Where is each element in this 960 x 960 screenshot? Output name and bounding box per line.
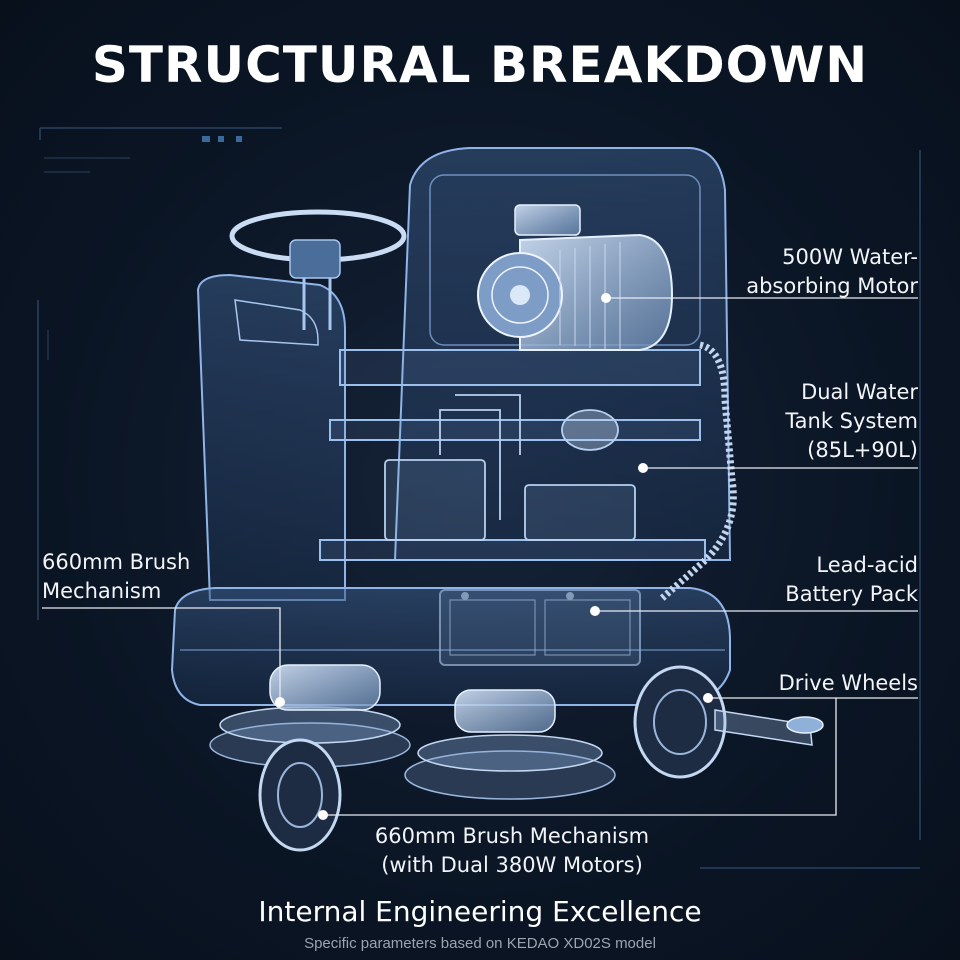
callout-brush-left-line1: 660mm Brush <box>42 550 191 574</box>
callout-brush-left: 660mm Brush Mechanism <box>42 548 190 606</box>
callout-tank-line2: Tank System <box>785 409 918 433</box>
water-absorbing-motor <box>477 204 674 351</box>
footer-heading: Internal Engineering Excellence <box>258 895 702 928</box>
callout-tank: Dual Water Tank System (85L+90L) <box>785 378 918 465</box>
battery-marker <box>590 606 600 616</box>
tank-marker <box>638 463 648 473</box>
brush-right <box>404 689 616 800</box>
callout-motor-line1: 500W Water- <box>782 245 918 269</box>
callout-brush-bottom-line2: (with Dual 380W Motors) <box>381 853 643 877</box>
brush-bottom-marker <box>318 810 328 820</box>
callout-tank-line1: Dual Water <box>801 380 918 404</box>
drive-wheel <box>633 665 824 779</box>
callout-brush-bottom: 660mm Brush Mechanism (with Dual 380W Mo… <box>340 822 684 880</box>
callout-brush-left-line2: Mechanism <box>42 579 162 603</box>
callout-battery-line2: Battery Pack <box>785 582 918 606</box>
callout-battery: Lead-acid Battery Pack <box>785 551 918 609</box>
callout-wheels: Drive Wheels <box>779 669 918 698</box>
footer-subheading: Specific parameters based on KEDAO XD02S… <box>304 935 656 952</box>
wheels-marker <box>703 693 713 703</box>
callout-battery-line1: Lead-acid <box>816 553 918 577</box>
brush-bottom-leader <box>323 698 837 816</box>
page-title: STRUCTURAL BREAKDOWN <box>91 36 869 94</box>
callout-wheels-line1: Drive Wheels <box>778 671 918 695</box>
brush-left-leader <box>42 607 281 702</box>
seat-column <box>196 273 346 601</box>
callout-motor: 500W Water- absorbing Motor <box>746 243 918 301</box>
callout-tank-line3: (85L+90L) <box>807 438 918 462</box>
motor-marker <box>601 293 611 303</box>
water-tanks <box>384 394 636 541</box>
callout-motor-line2: absorbing Motor <box>746 274 918 298</box>
callout-brush-bottom-line1: 660mm Brush Mechanism <box>374 824 650 848</box>
brush-left-marker <box>275 697 285 707</box>
front-wheel <box>258 738 342 852</box>
suction-hose <box>657 341 737 603</box>
